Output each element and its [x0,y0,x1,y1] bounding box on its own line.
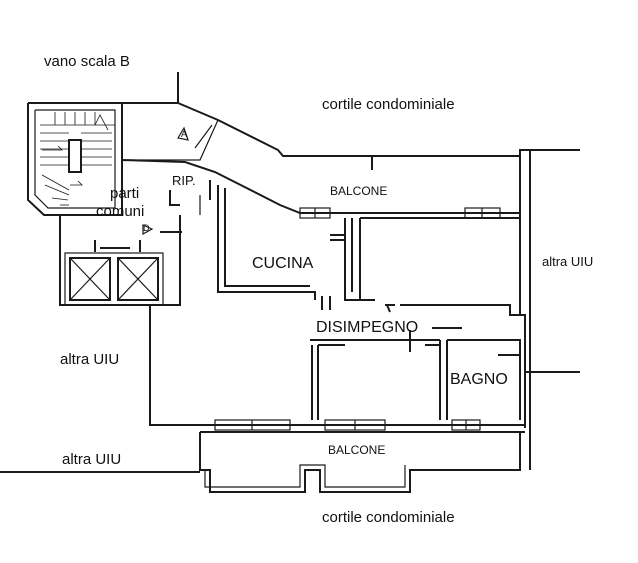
lift-shaft-enclosure [64,252,164,306]
marker-label-top: A [181,129,188,139]
top-wall-left [122,72,179,104]
internal-walls [149,180,521,425]
lift-shaft-right [117,257,159,301]
stair-block-inner [34,109,116,209]
label-other-unit-left: altra UIU [60,351,120,368]
lift-shaft-left [69,257,111,301]
label-courtyard-bottom: cortile condominiale [322,509,455,526]
label-bathroom: BAGNO [450,371,508,388]
stair-detail [40,112,115,206]
corridor-door-line [194,124,213,149]
marker-label-left: D [143,223,150,233]
label-other-unit-right: altra UIU [542,254,594,269]
lift-shafts [64,240,164,306]
label-hallway: DISIMPEGNO [316,319,419,336]
boundary-lines [0,72,580,473]
label-other-unit-bottom-left: altra UIU [62,451,122,468]
kitchen-wall-left [217,185,316,300]
common-area-right-wall [150,215,181,306]
label-courtyard-top: cortile condominiale [322,96,455,113]
label-kitchen: CUCINA [252,255,314,272]
corridor-wall [122,119,219,161]
stair-newel [68,139,82,173]
outer-walls [27,72,580,470]
marker-triangle-left [142,224,154,236]
kitchen-wall-inner [224,188,310,287]
label-balcony-top: BALCONE [330,184,388,198]
markers [142,126,189,236]
label-storage: RIP. [172,173,196,188]
label-common-2: comuni [96,203,145,220]
bottom-balcony [199,432,521,493]
marker-triangle-top [177,126,189,141]
label-common-1: parti [110,185,140,202]
label-stair: vano scala B [44,53,130,70]
bottom-balcony-outline [199,432,521,493]
stair-block-outline [27,102,123,216]
label-balcony-bottom: BALCONE [328,443,386,457]
inner-diagonal-wall [121,159,520,214]
bottom-balcony-inner [204,464,406,488]
windows [214,156,501,431]
